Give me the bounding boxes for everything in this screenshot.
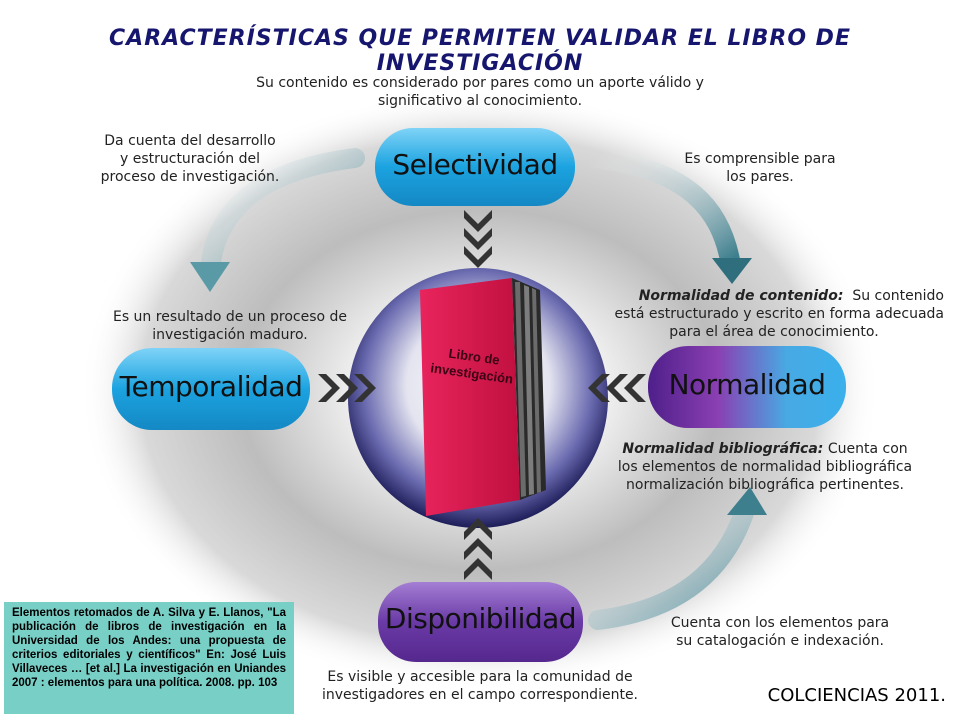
page-title: CARACTERÍSTICAS QUE PERMITEN VALIDAR EL … <box>109 26 851 76</box>
text-upper-right-line-1: Es comprensible para <box>684 151 836 167</box>
text-top: Su contenido es considerado por pares co… <box>230 74 730 110</box>
node-selectividad-label: Selectividad <box>392 148 558 181</box>
text-upper-left: Da cuenta del desarrollo y estructuració… <box>70 132 310 186</box>
citation-box: Elementos retomados de A. Silva y E. Lla… <box>4 602 294 714</box>
text-upper-left-line-2: y estructuración del <box>119 151 261 167</box>
pill-normalidad-shape <box>648 346 846 428</box>
node-normalidad-label: Normalidad <box>668 368 826 401</box>
text-bottom: Es visible y accesible para la comunidad… <box>310 668 650 704</box>
curve-arrow-lower-right <box>588 500 755 630</box>
term-normalidad-bibliografica: Normalidad bibliográfica: <box>622 441 824 457</box>
text-bottom-line-1: Es visible y accesible para la comunidad… <box>327 669 633 685</box>
text-lower-right: Cuenta con los elementos para su catalog… <box>650 614 910 650</box>
curve-arrow-upper-left <box>200 148 365 280</box>
credit-label: COLCIENCIAS 2011. <box>767 685 946 706</box>
book-illustration <box>420 278 546 516</box>
chevrons-top <box>464 210 492 268</box>
curve-arrow-upper-left-head <box>190 262 230 292</box>
pill-selectividad-shape <box>375 128 575 206</box>
text-lower-right-line-1: Cuenta con los elementos para <box>670 615 890 631</box>
chevrons-left <box>318 374 376 402</box>
text-normalidad-contenido-line-3: para el área de conocimiento. <box>669 324 879 340</box>
text-upper-left-line-3: proceso de investigación. <box>100 169 280 185</box>
chevrons-bottom <box>464 518 492 580</box>
node-temporalidad-label: Temporalidad <box>119 370 303 403</box>
node-disponibilidad-label: Disponibilidad <box>384 602 577 635</box>
curve-arrow-upper-right <box>585 148 740 270</box>
text-normalidad-contenido-line-1: Su contenido <box>852 288 944 304</box>
curve-arrow-lower-right-head <box>727 487 767 515</box>
text-left-line-2: investigación maduro. <box>152 327 308 343</box>
text-upper-left-line-1: Da cuenta del desarrollo <box>104 133 276 149</box>
text-top-line-1: Su contenido es considerado por pares co… <box>256 75 704 91</box>
text-normalidad-bibliografica: Normalidad bibliográfica: Cuenta con los… <box>600 440 930 494</box>
text-upper-right: Es comprensible para los pares. <box>650 150 870 186</box>
text-normalidad-bibliografica-line-3: normalización bibliográfica pertinentes. <box>626 477 904 493</box>
pill-temporalidad-shape <box>112 348 310 430</box>
text-left-line-1: Es un resultado de un proceso de <box>112 309 348 325</box>
text-normalidad-bibliografica-line-2: los elementos de normalidad bibliográfic… <box>617 459 913 475</box>
term-normalidad-contenido: Normalidad de contenido: <box>638 288 844 304</box>
text-normalidad-bibliografica-line-1: Cuenta con <box>827 441 908 457</box>
curve-arrow-upper-right-head <box>712 258 752 284</box>
text-top-line-2: significativo al conocimiento. <box>377 93 583 109</box>
text-normalidad-contenido: Normalidad de contenido: Su contenido es… <box>604 287 944 341</box>
text-lower-right-line-2: su catalogación e indexación. <box>676 633 884 649</box>
text-left: Es un resultado de un proceso de investi… <box>90 308 370 344</box>
text-upper-right-line-2: los pares. <box>726 169 794 185</box>
pill-disponibilidad-shape <box>378 582 583 662</box>
text-bottom-line-2: investigadores en el campo correspondien… <box>321 687 639 703</box>
chevrons-right <box>588 374 646 402</box>
text-normalidad-contenido-line-2: está estructurado y escrito en forma ade… <box>614 306 944 322</box>
